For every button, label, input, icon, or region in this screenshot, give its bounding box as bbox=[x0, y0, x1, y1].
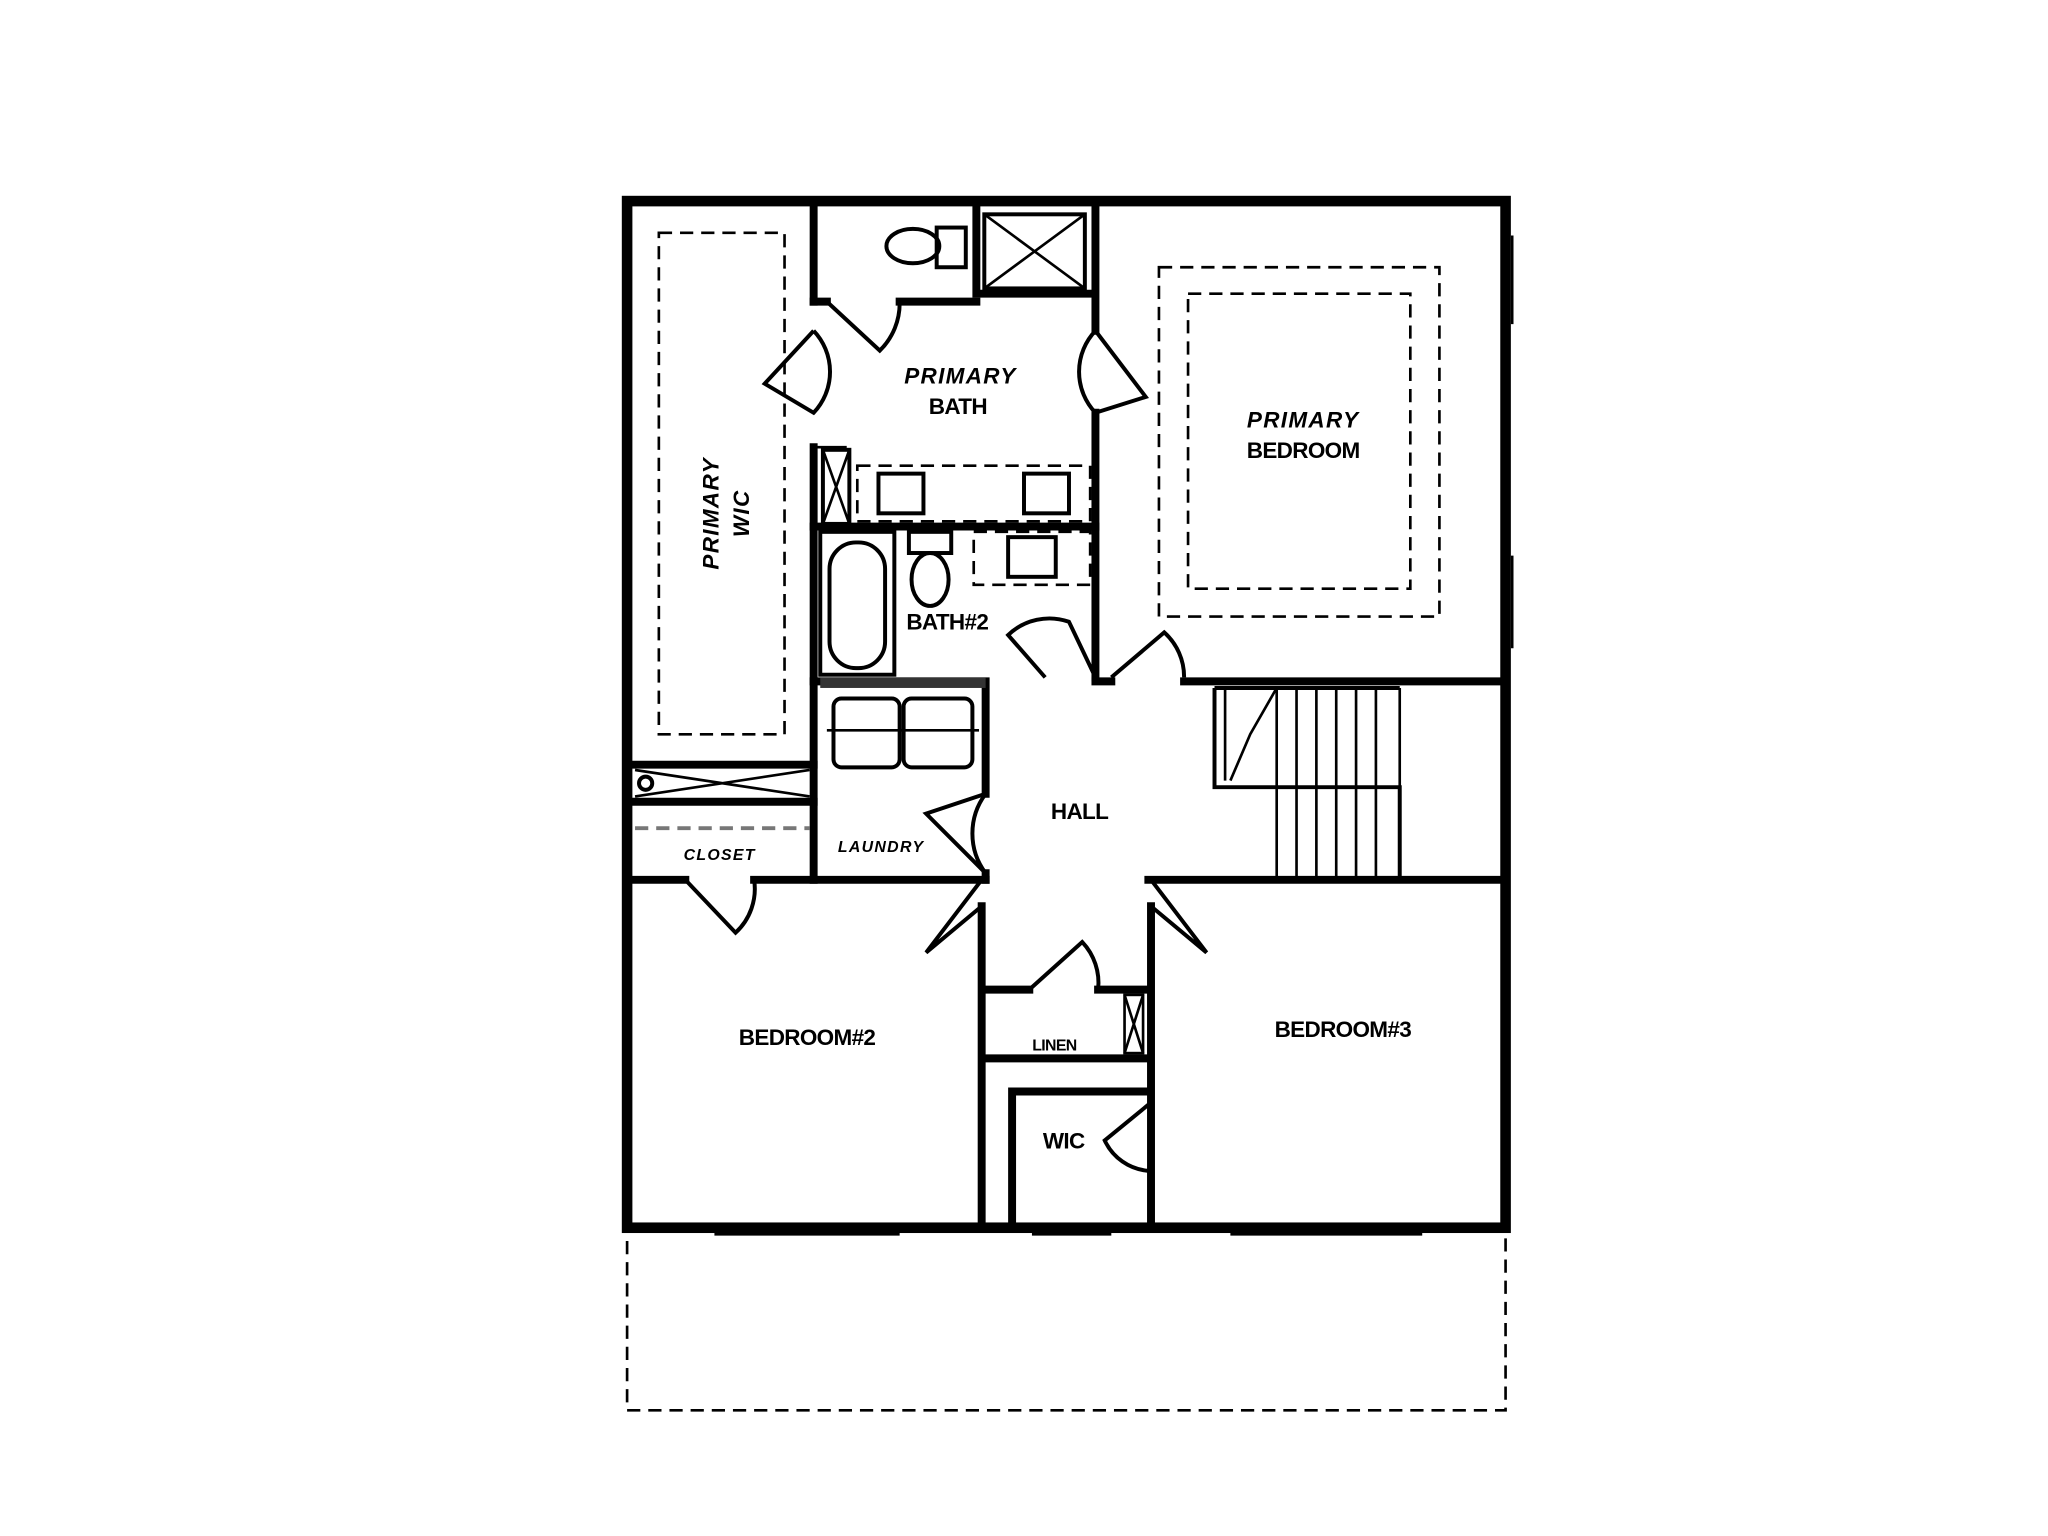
room-label-wic: WIC bbox=[1043, 1128, 1085, 1153]
door-icon bbox=[1110, 629, 1187, 679]
room-label-hall: HALL bbox=[1051, 799, 1109, 824]
room-label-primary-bedroom: BEDROOM bbox=[1247, 438, 1360, 463]
linen-cabinet bbox=[820, 447, 852, 526]
toilet-icon bbox=[884, 226, 942, 266]
vanity bbox=[855, 464, 1092, 523]
windows bbox=[714, 235, 1514, 1236]
door-icon bbox=[1077, 329, 1150, 416]
door-icon bbox=[761, 329, 832, 416]
toilet-icon bbox=[909, 551, 951, 608]
door-icon bbox=[683, 878, 757, 936]
room-label-laundry: LAUNDRY bbox=[838, 839, 925, 856]
room-label-primary-wic: PRIMARY bbox=[698, 456, 723, 569]
room-label-primary-wic: WIC bbox=[729, 489, 754, 537]
fixtures bbox=[634, 212, 1145, 1055]
room-label-primary-bath: PRIMARY bbox=[904, 364, 1017, 389]
tray-ceiling-outer bbox=[1157, 265, 1441, 618]
door-icon bbox=[1102, 1103, 1150, 1173]
door-icon bbox=[825, 300, 902, 354]
exterior-walls bbox=[621, 195, 1511, 1234]
porch-outline bbox=[625, 1226, 1507, 1412]
washer-icon bbox=[831, 696, 902, 770]
sink-icon bbox=[876, 471, 926, 516]
door-icon bbox=[924, 878, 984, 955]
sink-icon bbox=[1006, 535, 1058, 579]
room-label-bath2: BATH#2 bbox=[906, 610, 988, 635]
staircase bbox=[1212, 685, 1402, 880]
door-icon bbox=[922, 791, 988, 875]
interior-walls bbox=[623, 197, 1510, 1232]
sink-icon bbox=[1022, 471, 1071, 516]
tray-ceiling-inner bbox=[1186, 292, 1412, 591]
room-label-bedroom2: BEDROOM#2 bbox=[739, 1025, 876, 1050]
room-label-closet: CLOSET bbox=[684, 847, 756, 864]
bathtub-icon bbox=[818, 529, 897, 677]
door-icon bbox=[1005, 616, 1098, 679]
room-label-primary-bedroom: PRIMARY bbox=[1247, 407, 1360, 432]
wic-shelving bbox=[657, 231, 786, 736]
room-label-linen: LINEN bbox=[1032, 1037, 1076, 1054]
room-label-bedroom3: BEDROOM#3 bbox=[1275, 1017, 1412, 1042]
dryer-icon bbox=[901, 696, 975, 770]
door-icon bbox=[1027, 939, 1101, 992]
door-swings bbox=[683, 300, 1209, 1173]
shower-icon bbox=[982, 212, 1087, 291]
room-label-primary-bath: BATH bbox=[929, 394, 987, 419]
door-icon bbox=[1149, 878, 1209, 955]
